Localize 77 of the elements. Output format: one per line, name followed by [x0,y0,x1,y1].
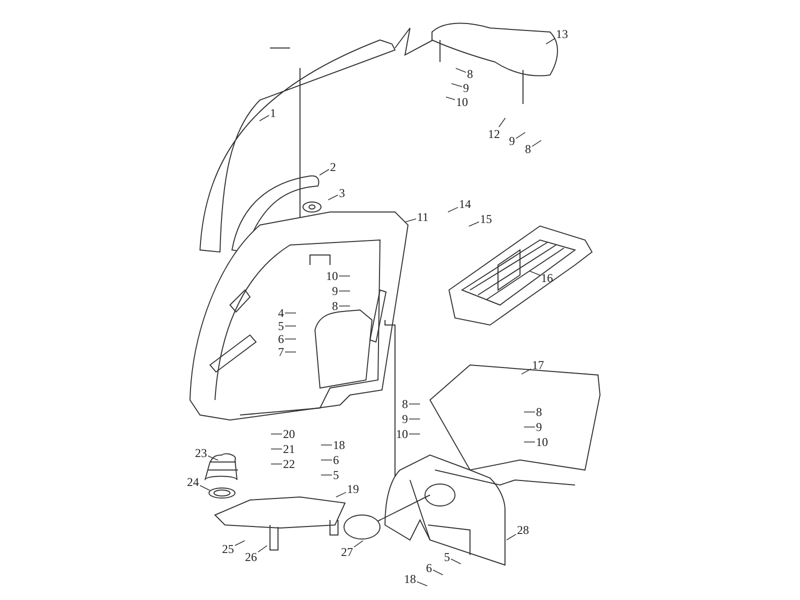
leader-line [532,140,542,147]
leader-line [529,270,540,276]
callout-number: 10 [536,436,548,448]
callout-number: 13 [556,28,568,40]
leader-line [448,206,458,212]
leader-line [338,290,350,292]
callout-number: 8 [332,300,338,312]
leader-line [259,115,270,122]
leader-line [284,338,296,340]
callout-number: 20 [283,428,295,440]
callout-number: 28 [517,524,529,536]
callout-number: 10 [396,428,408,440]
leader-line [408,418,420,420]
leader-line [200,485,210,491]
callout-number: 17 [532,359,544,371]
callout-number: 27 [341,546,353,558]
callout-number: 8 [402,398,408,410]
leader-line [432,570,444,576]
callout-number: 9 [509,135,515,147]
leader-line [521,368,532,375]
callout-number: 6 [333,454,339,466]
callout-number: 10 [326,270,338,282]
callout-number: 9 [536,421,542,433]
leader-line [506,534,516,540]
leader-line [516,132,526,139]
callout-number: 9 [463,82,469,94]
leader-line [405,218,416,222]
callout-number: 16 [541,272,553,284]
callout-number: 5 [278,320,284,332]
callout-number: 3 [339,187,345,199]
leader-line [319,169,330,176]
callout-number: 14 [459,198,471,210]
leader-line [446,96,456,100]
callout-number: 12 [488,128,500,140]
leader-line [455,68,466,73]
leader-line [270,448,282,450]
leader-line [284,312,296,314]
callout-number: 1 [270,107,276,119]
callout-number: 8 [525,143,531,155]
callout-number: 4 [278,307,284,319]
callout-number: 9 [332,285,338,297]
callout-number: 5 [444,551,450,563]
leader-line [336,492,346,498]
leader-line [258,545,268,552]
callout-number: 2 [330,161,336,173]
leader-line [208,456,218,461]
leader-line [320,474,332,476]
leader-line [498,118,506,128]
callout-number: 7 [278,346,284,358]
callout-number: 23 [195,447,207,459]
callout-number: 24 [187,476,199,488]
leader-line [450,558,462,564]
leader-line [234,540,246,546]
callout-number: 19 [347,483,359,495]
callout-number: 22 [283,458,295,470]
leader-line [416,581,428,586]
callout-number: 21 [283,443,295,455]
callout-number: 10 [456,96,468,108]
leader-line [451,83,462,88]
callout-number: 26 [245,551,257,563]
leader-line [320,444,332,446]
leader-line [546,38,556,44]
callout-number: 8 [467,68,473,80]
leader-line [328,194,338,200]
callout-number: 15 [480,213,492,225]
leader-line [524,426,536,428]
callout-number: 5 [333,469,339,481]
callout-number: 8 [536,406,542,418]
callout-number: 18 [333,439,345,451]
callout-number: 18 [404,573,416,585]
callout-number: 6 [426,562,432,574]
callout-number: 11 [417,211,429,223]
leader-line [468,222,480,227]
callout-number: 6 [278,333,284,345]
callout-number: 9 [402,413,408,425]
callout-number: 25 [222,543,234,555]
leader-line [354,540,364,548]
